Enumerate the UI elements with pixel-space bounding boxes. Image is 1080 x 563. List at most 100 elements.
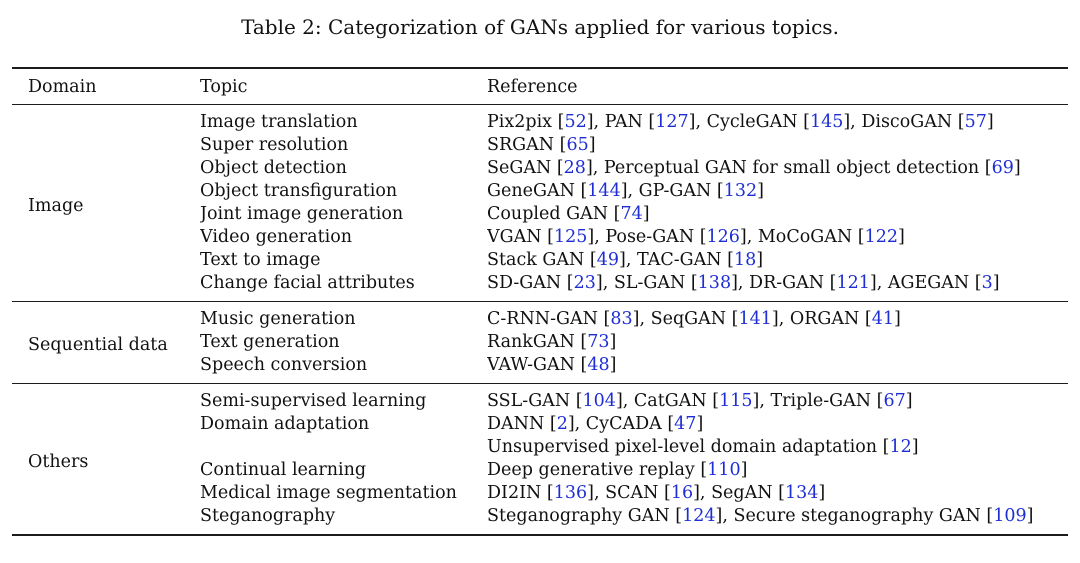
- reference-cell: Steganography GAN [124], Secure steganog…: [487, 506, 1034, 526]
- reference-cell: GeneGAN [144], GP-GAN [132]: [487, 181, 764, 201]
- citation-link[interactable]: 16: [670, 483, 694, 503]
- topic-cell: Text generation: [200, 332, 340, 352]
- topic-cell: Object detection: [200, 158, 347, 178]
- table-row: Domain adaptation DANN [2], CyCADA [47]: [12, 413, 1068, 436]
- citation-link[interactable]: 23: [573, 273, 596, 293]
- citation-link[interactable]: 73: [587, 332, 610, 352]
- gan-categorization-table: Domain Topic Reference Image Image transl…: [12, 67, 1068, 536]
- table-row: Video generation VGAN [125], Pose-GAN [12…: [12, 226, 1068, 249]
- citation-link[interactable]: 41: [871, 309, 894, 329]
- column-header-domain: Domain: [12, 68, 200, 105]
- column-header-topic: Topic: [200, 68, 487, 105]
- reference-cell: Stack GAN [49], TAC-GAN [18]: [487, 250, 764, 270]
- topic-cell: Text to image: [200, 250, 321, 270]
- citation-link[interactable]: 12: [889, 437, 912, 457]
- table-row: Others Semi-supervised learning SSL-GAN [1…: [12, 384, 1068, 472]
- table-row: Object detection SeGAN [28], Perceptual G…: [12, 157, 1068, 180]
- citation-link[interactable]: 144: [587, 181, 621, 201]
- reference-cell: C-RNN-GAN [83], SeqGAN [141], ORGAN [41]: [487, 309, 901, 329]
- citation-link[interactable]: 28: [563, 158, 586, 178]
- citation-link[interactable]: 104: [582, 391, 616, 411]
- table-row: Text generation RankGAN [73]: [12, 331, 1068, 354]
- topic-cell: Music generation: [200, 309, 356, 329]
- citation-link[interactable]: 115: [719, 391, 753, 411]
- citation-link[interactable]: 65: [566, 135, 589, 155]
- topic-cell: Joint image generation: [200, 204, 404, 224]
- citation-link[interactable]: 74: [620, 204, 643, 224]
- citation-link[interactable]: 124: [682, 506, 716, 526]
- reference-cell: Deep generative replay [110]: [487, 460, 748, 480]
- reference-cell: Pix2pix [52], PAN [127], CycleGAN [145],…: [487, 112, 994, 132]
- table-row: Medical image segmentation DI2IN [136], S…: [12, 482, 1068, 505]
- topic-cell: Continual learning: [200, 460, 367, 480]
- reference-cell: SRGAN [65]: [487, 135, 596, 155]
- reference-cell: SeGAN [28], Perceptual GAN for small obj…: [487, 158, 1021, 178]
- citation-link[interactable]: 141: [738, 309, 772, 329]
- domain-label: Sequential data: [28, 335, 168, 355]
- citation-link[interactable]: 136: [553, 483, 588, 503]
- citation-link[interactable]: 109: [993, 506, 1027, 526]
- citation-link[interactable]: 127: [655, 112, 689, 132]
- citation-link[interactable]: 52: [564, 112, 587, 132]
- reference-cell: SD-GAN [23], SL-GAN [138], DR-GAN [121],…: [487, 273, 1000, 293]
- table-row: Steganography Steganography GAN [124], Se…: [12, 505, 1068, 535]
- topic-cell: Object transfiguration: [200, 181, 398, 201]
- citation-link[interactable]: 48: [587, 355, 610, 375]
- citation-link[interactable]: 3: [981, 273, 993, 293]
- table-row: Super resolution SRGAN [65]: [12, 134, 1068, 157]
- table-header: Domain Topic Reference: [12, 68, 1068, 105]
- table-row: Image Image translation Pix2pix [52], PAN …: [12, 105, 1068, 216]
- topic-cell: Super resolution: [200, 135, 349, 155]
- domain-label: Others: [28, 451, 89, 472]
- citation-link[interactable]: 83: [610, 309, 633, 329]
- citation-link[interactable]: 132: [723, 181, 758, 201]
- citation-link[interactable]: 67: [883, 391, 906, 411]
- table-row: Sequential data Music generation C-RNN-GAN…: [12, 302, 1068, 355]
- citation-link[interactable]: 122: [864, 227, 898, 247]
- citation-link[interactable]: 2: [556, 414, 568, 434]
- citation-link[interactable]: 69: [991, 158, 1014, 178]
- topic-cell: [200, 436, 487, 459]
- citation-link[interactable]: 57: [964, 112, 987, 132]
- reference-cell: DANN [2], CyCADA [47]: [487, 414, 704, 434]
- topic-cell: Medical image segmentation: [200, 483, 457, 503]
- reference-cell: SSL-GAN [104], CatGAN [115], Triple-GAN …: [487, 391, 913, 411]
- table-row: Object transfiguration GeneGAN [144], GP-…: [12, 180, 1068, 203]
- reference-cell: DI2IN [136], SCAN [16], SegAN [134]: [487, 483, 826, 503]
- citation-link[interactable]: 110: [707, 460, 741, 480]
- citation-link[interactable]: 121: [836, 273, 870, 293]
- reference-cell: Unsupervised pixel-level domain adaptati…: [487, 437, 919, 457]
- section-sequential-data: Sequential data Music generation C-RNN-GAN…: [12, 301, 1068, 384]
- table-row: Unsupervised pixel-level domain adaptati…: [12, 436, 1068, 459]
- topic-cell: Steganography: [200, 506, 336, 526]
- section-image: Image Image translation Pix2pix [52], PAN …: [12, 105, 1068, 302]
- domain-label: Image: [28, 195, 84, 216]
- topic-cell: Change facial attributes: [200, 273, 415, 293]
- table-row: Text to image Stack GAN [49], TAC-GAN [18…: [12, 249, 1068, 272]
- topic-cell: Image translation: [200, 112, 358, 132]
- column-header-reference: Reference: [487, 68, 1068, 105]
- citation-link[interactable]: 47: [674, 414, 697, 434]
- table-wrapper: Domain Topic Reference Image Image transl…: [12, 67, 1068, 536]
- reference-cell: VAW-GAN [48]: [487, 355, 617, 375]
- citation-link[interactable]: 126: [706, 227, 740, 247]
- section-others: Others Semi-supervised learning SSL-GAN [1…: [12, 383, 1068, 536]
- citation-link[interactable]: 49: [596, 250, 620, 270]
- reference-cell: RankGAN [73]: [487, 332, 617, 352]
- citation-link[interactable]: 145: [809, 112, 844, 132]
- table-row: Change facial attributes SD-GAN [23], SL-…: [12, 272, 1068, 302]
- topic-cell: Domain adaptation: [200, 414, 370, 434]
- citation-link[interactable]: 18: [733, 250, 757, 270]
- topic-cell: Semi-supervised learning: [200, 391, 427, 411]
- citation-link[interactable]: 125: [553, 227, 588, 247]
- topic-cell: Video generation: [200, 227, 353, 247]
- table-caption: Table 2: Categorization of GANs applied …: [241, 15, 839, 39]
- table-row: Joint image generation Coupled GAN [74]: [12, 203, 1068, 226]
- citation-link[interactable]: 138: [697, 273, 732, 293]
- header-row: Domain Topic Reference: [12, 68, 1068, 105]
- citation-link[interactable]: 134: [784, 483, 819, 503]
- reference-cell: VGAN [125], Pose-GAN [126], MoCoGAN [122…: [487, 227, 905, 247]
- reference-cell: Coupled GAN [74]: [487, 204, 650, 224]
